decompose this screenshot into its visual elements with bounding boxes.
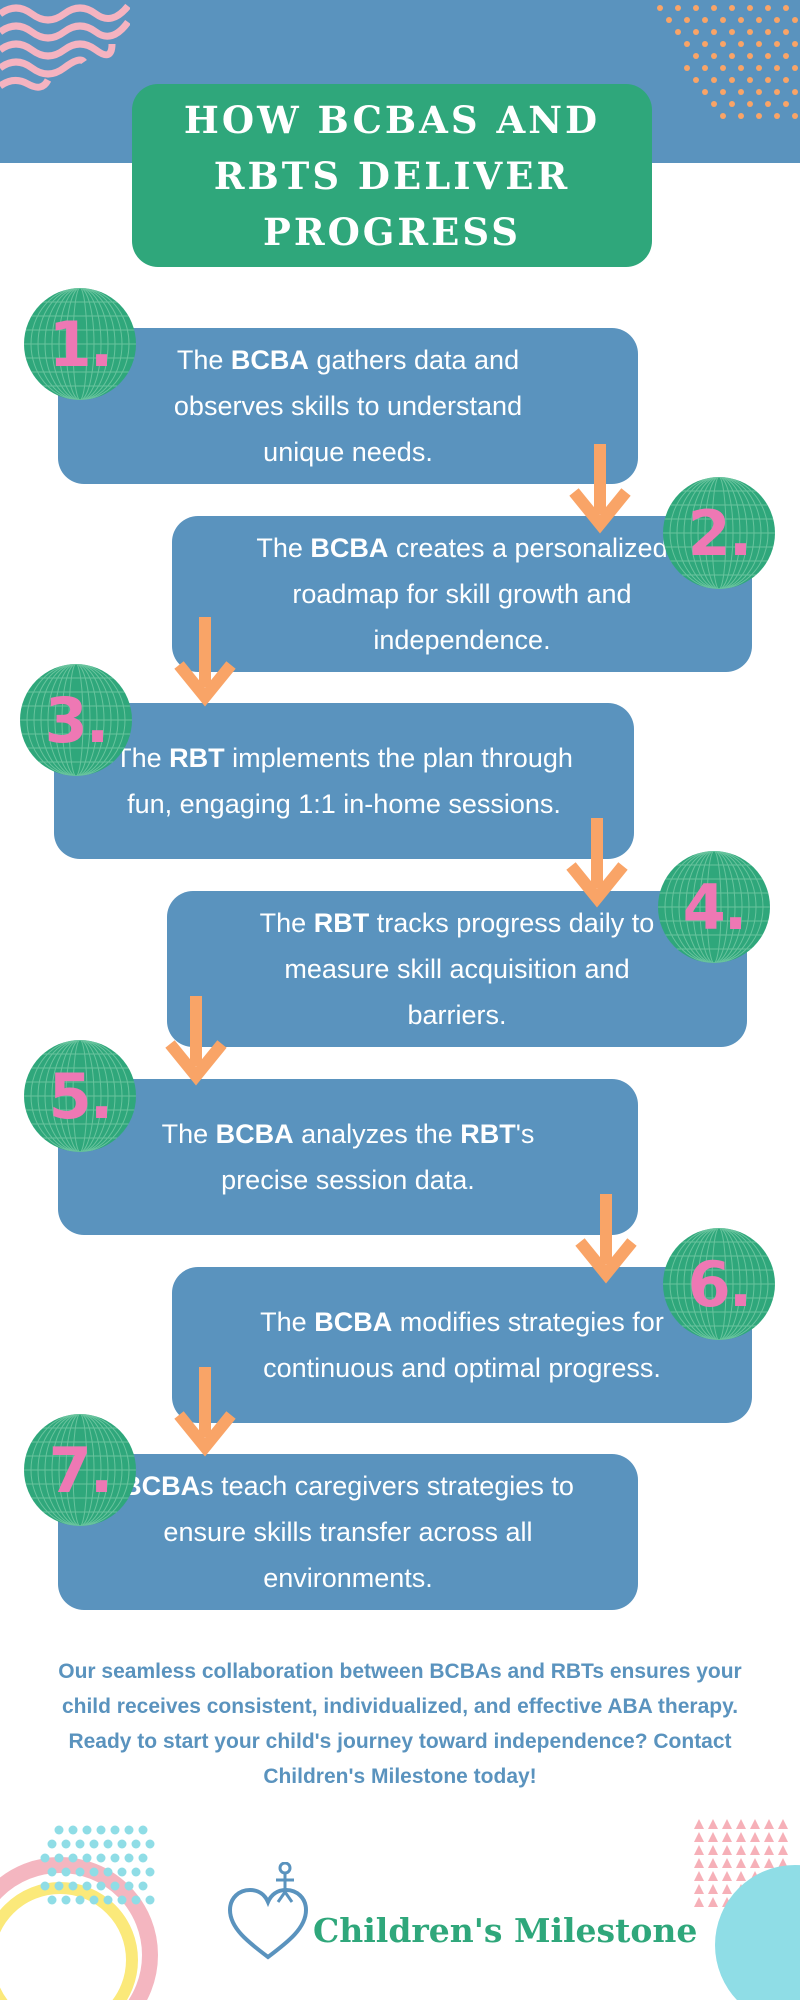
step-box-5: The BCBA analyzes the RBT's precise sess…	[58, 1079, 638, 1235]
step-number-badge-6: 6.	[663, 1228, 775, 1340]
step-box-1: The BCBA gathers data and observes skill…	[58, 328, 638, 484]
step-number: 2.	[687, 496, 753, 570]
step-text-part: s teach caregivers strategies to ensure …	[163, 1471, 574, 1593]
arrow-down-icon	[174, 1367, 236, 1457]
step-number: 5.	[48, 1059, 114, 1133]
step-number: 4.	[682, 870, 748, 944]
step-text-part: The	[260, 1307, 315, 1337]
arrow-down-icon	[575, 1194, 637, 1284]
step-box-2: The BCBA creates a personalized roadmap …	[172, 516, 752, 672]
grid-sphere-icon	[663, 1228, 775, 1340]
step-text-emphasis: BCBA	[230, 345, 309, 375]
step-number: 7.	[48, 1433, 114, 1507]
step-text-emphasis: BCBA	[215, 1119, 294, 1149]
step-text-emphasis: RBT	[169, 743, 225, 773]
step-text: The RBT implements the plan through fun,…	[104, 735, 584, 827]
step-text: The BCBA gathers data and observes skill…	[148, 337, 548, 475]
step-box-7: BCBAs teach caregivers strategies to ens…	[58, 1454, 638, 1610]
bottom-left-decoration	[0, 1825, 158, 2000]
heart-child-logo-icon	[228, 1862, 309, 1960]
step-box-3: The RBT implements the plan through fun,…	[54, 703, 634, 859]
step-text-emphasis: BCBA	[314, 1307, 393, 1337]
step-text-part: The	[176, 345, 231, 375]
grid-sphere-icon	[20, 664, 132, 776]
step-text-part: modifies strategies for continuous and o…	[263, 1307, 664, 1383]
arrow-down-icon	[566, 818, 628, 908]
bottom-right-decoration	[694, 1819, 800, 2000]
step-text-part: gathers data and observes skills to unde…	[173, 345, 523, 467]
step-number: 6.	[687, 1247, 753, 1321]
page-title: HOW BCBAS AND RBTS DELIVER PROGRESS	[183, 97, 601, 254]
step-text-part: The	[256, 533, 311, 563]
step-text-part: tracks progress daily to measure skill a…	[284, 908, 655, 1030]
step-text: The RBT tracks progress daily to measure…	[242, 900, 672, 1038]
step-text-part: 's precise session data.	[221, 1119, 535, 1195]
step-number-badge-3: 3.	[20, 664, 132, 776]
step-number-badge-1: 1.	[24, 288, 136, 400]
grid-sphere-icon	[658, 851, 770, 963]
grid-sphere-icon	[24, 1040, 136, 1152]
grid-sphere-icon	[24, 1414, 136, 1526]
step-text-emphasis: RBT	[460, 1119, 516, 1149]
grid-sphere-icon	[24, 288, 136, 400]
dot-pattern-icon	[657, 5, 798, 119]
step-box-4: The RBT tracks progress daily to measure…	[167, 891, 747, 1047]
step-text-part: The	[161, 1119, 216, 1149]
step-text: BCBAs teach caregivers strategies to ens…	[113, 1463, 583, 1601]
arrow-down-icon	[165, 996, 227, 1086]
step-text-part: analyzes the	[293, 1119, 461, 1149]
step-text: The BCBA creates a personalized roadmap …	[232, 525, 692, 663]
step-number: 1.	[48, 307, 114, 381]
step-number-badge-2: 2.	[663, 477, 775, 589]
step-box-6: The BCBA modifies strategies for continu…	[172, 1267, 752, 1423]
arrow-down-icon	[174, 617, 236, 707]
step-text: The BCBA analyzes the RBT's precise sess…	[158, 1111, 538, 1203]
flow-arrows	[165, 444, 637, 1457]
step-text-emphasis: BCBA	[310, 533, 389, 563]
step-text-emphasis: RBT	[313, 908, 370, 938]
title-box: HOW BCBAS AND RBTS DELIVER PROGRESS	[132, 84, 652, 267]
step-text: The BCBA modifies strategies for continu…	[252, 1299, 672, 1391]
step-text-part: creates a personalized roadmap for skill…	[292, 533, 668, 655]
step-number-badge-5: 5.	[24, 1040, 136, 1152]
step-text-part: implements the plan through fun, engagin…	[127, 743, 573, 819]
closing-message: Our seamless collaboration between BCBAs…	[58, 1660, 742, 1788]
brand-name: Children's Milestone	[313, 1911, 698, 1950]
grid-sphere-icon	[663, 477, 775, 589]
step-number-badge-7: 7.	[24, 1414, 136, 1526]
step-number: 3.	[44, 683, 110, 757]
step-number-badge-4: 4.	[658, 851, 770, 963]
arrow-down-icon	[569, 444, 631, 534]
step-text-part: The	[259, 908, 314, 938]
wave-decoration-icon	[0, 3, 130, 91]
